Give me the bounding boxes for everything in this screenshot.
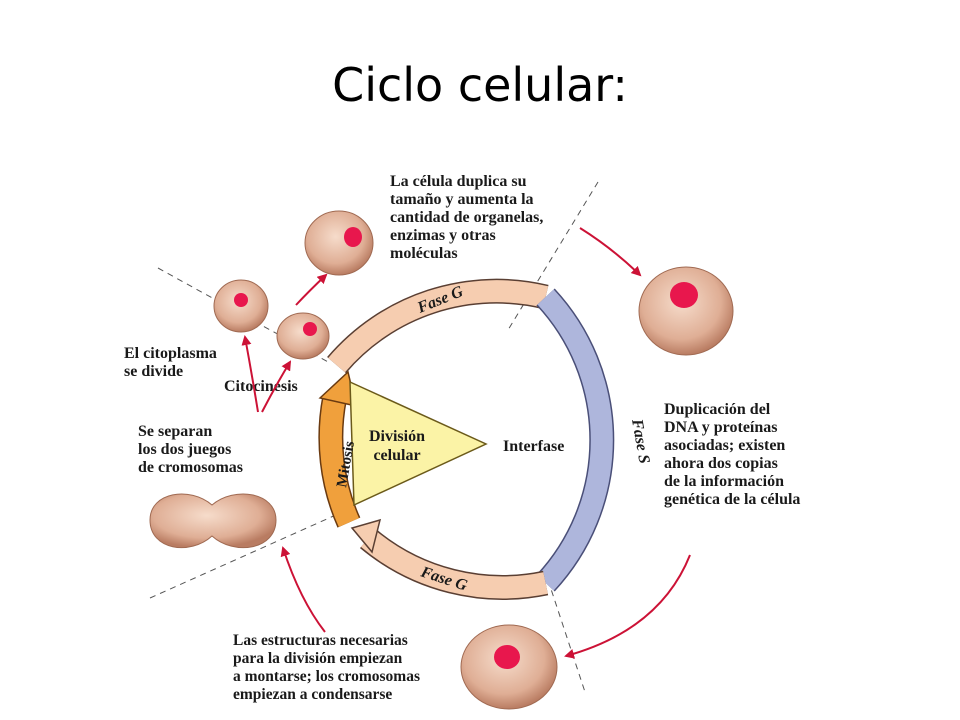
- annotation-preparation: Las estructuras necesarias para la divis…: [233, 632, 420, 703]
- nucleus-icon: [494, 645, 520, 669]
- label-citocinesis: Citocinesis: [224, 378, 298, 395]
- red-arrow-to-daughter-upper: [241, 335, 259, 413]
- label-fase-s: Fase S: [628, 417, 653, 465]
- cell-daughter-upper: [213, 279, 269, 333]
- ring-arrowhead-g2: [350, 518, 382, 554]
- cell-g2: [460, 624, 558, 710]
- annotation-growth: La célula duplica su tamaño y aumenta la…: [390, 173, 544, 262]
- cell-dividing: [149, 493, 277, 549]
- label-division-celular-2: celular: [373, 447, 420, 464]
- red-arrow-to-dividing-cell: [280, 546, 326, 633]
- slide-title: Ciclo celular:: [332, 58, 628, 112]
- boundary-line-mitosis: [149, 509, 348, 599]
- boundary-line-s-g2: [547, 579, 586, 693]
- red-arrow-to-g1-cell: [579, 227, 642, 277]
- annotation-cytoplasm-division: El citoplasma se divide: [124, 345, 217, 380]
- cell-growing: [304, 210, 374, 276]
- nucleus-icon: [670, 282, 698, 308]
- cell-daughter-lower: [276, 312, 330, 360]
- nucleus-icon: [344, 227, 362, 247]
- red-arrow-to-daughter-lower: [261, 360, 292, 413]
- nucleus-icon: [234, 293, 248, 307]
- annotation-chromosome-separation: Se separan los dos juegos de cromosomas: [138, 423, 244, 476]
- nucleus-icon: [303, 322, 317, 336]
- label-division-celular-1: División: [369, 428, 425, 445]
- red-arrow-to-g2-cell: [564, 554, 691, 659]
- annotation-dna-duplication: Duplicación del DNA y proteínas asociada…: [664, 401, 801, 508]
- cell-after-g1: [638, 266, 734, 356]
- red-arrow-to-growing-cell: [295, 273, 328, 306]
- label-interfase: Interfase: [503, 438, 564, 455]
- division-wedge: [349, 380, 488, 507]
